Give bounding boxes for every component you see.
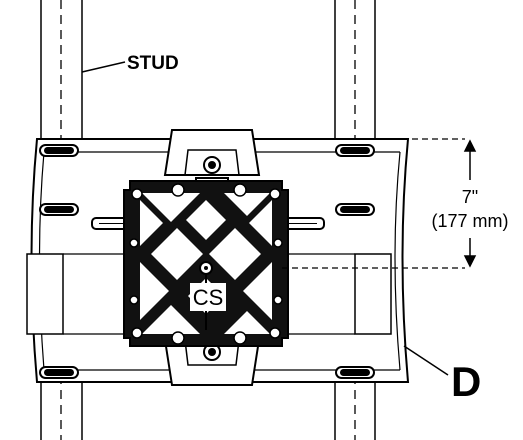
- dimension-metric-label: (177 mm): [431, 211, 508, 231]
- dimension-imperial-label: 7": [462, 187, 478, 207]
- center-label-backing: [190, 283, 226, 311]
- center-label: CS: [193, 285, 224, 310]
- slot-bottom-right: [335, 366, 375, 379]
- dimension-arrow: [463, 139, 477, 268]
- part-d-leader-line: [403, 345, 449, 376]
- stud-leader-line: [81, 61, 126, 73]
- slot-mid-right: [335, 203, 375, 216]
- dimension-guides: [282, 138, 465, 269]
- part-d-label: D: [451, 358, 481, 405]
- mounting-slots: [39, 144, 375, 379]
- slot-bottom-left: [39, 366, 79, 379]
- stud-label: STUD: [127, 53, 179, 74]
- slot-top-right: [335, 144, 375, 157]
- slot-mid-left: [39, 203, 79, 216]
- adapter-plate: [123, 180, 289, 347]
- slot-top-left: [39, 144, 79, 157]
